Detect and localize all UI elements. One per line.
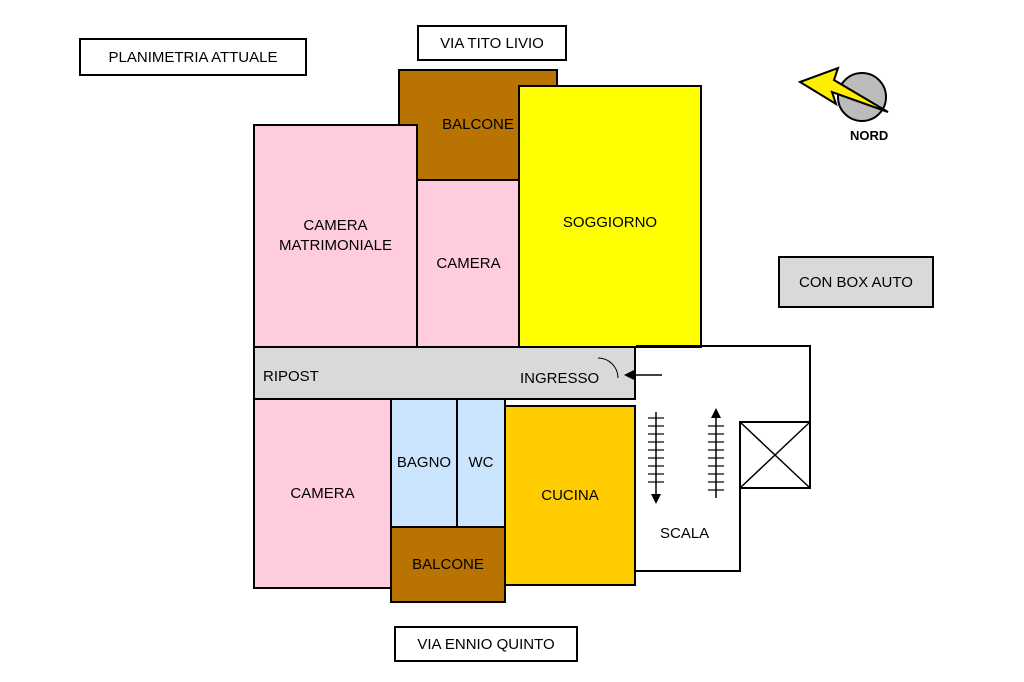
room-label: WC xyxy=(468,454,494,471)
room-label-ingresso: INGRESSO xyxy=(520,370,600,387)
room-label: BAGNO xyxy=(396,454,452,471)
room-cucina: CUCINA xyxy=(504,405,636,586)
room-corridor xyxy=(253,346,636,400)
room-label: CAMERA xyxy=(290,484,355,502)
room-label: CAMERA MATRIMONIALE xyxy=(278,217,393,254)
room-label-scala: SCALA xyxy=(660,525,710,542)
room-bagno: BAGNO xyxy=(390,398,458,528)
room-label: CUCINA xyxy=(541,486,599,504)
room-soggiorno: SOGGIORNO xyxy=(518,85,702,348)
north-label: NORD xyxy=(850,128,889,143)
room-camera-top: CAMERA xyxy=(416,179,521,348)
room-label: BALCONE xyxy=(442,116,514,133)
room-label: CAMERA xyxy=(436,254,501,272)
room-camera-bottom: CAMERA xyxy=(253,398,392,589)
room-label: SOGGIORNO xyxy=(562,214,658,231)
street-top-label: VIA TITO LIVIO xyxy=(417,25,567,61)
plan-title: PLANIMETRIA ATTUALE xyxy=(79,38,307,76)
room-camera-matrimoniale: CAMERA MATRIMONIALE xyxy=(253,124,418,348)
room-balcone-bottom: BALCONE xyxy=(390,526,506,603)
room-wc: WC xyxy=(456,398,506,528)
street-bottom-label: VIA ENNIO QUINTO xyxy=(394,626,578,662)
box-auto-note: CON BOX AUTO xyxy=(778,256,934,308)
room-label: BALCONE xyxy=(412,555,484,573)
room-label-ripost: RIPOST xyxy=(263,368,319,385)
